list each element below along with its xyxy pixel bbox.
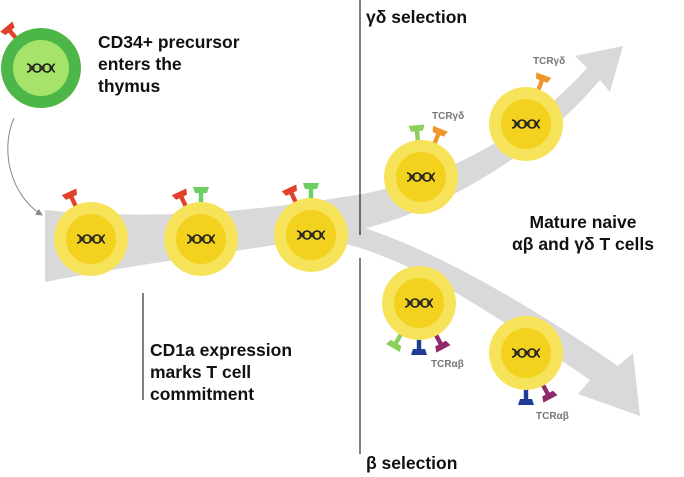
b-selection-label: β selection: [366, 453, 458, 473]
mature-label-line-2: αβ and γδ T cells: [512, 234, 654, 254]
mature-label-line-1: Mature naive: [529, 212, 637, 232]
tcr-alpha-icon: [411, 339, 427, 355]
precursor-label: CD34+ precursor enters the thymus: [98, 31, 240, 97]
precursor-label-line-1: CD34+ precursor: [98, 32, 240, 52]
ab-t-cell-1: [382, 266, 456, 355]
cd1a-label: CD1a expression marks T cell commitment: [150, 339, 292, 405]
cd1a-receptor-icon: [193, 187, 209, 203]
entry-arrow: [7, 117, 43, 216]
t-cell-3: [274, 183, 348, 272]
tcr-ab-label-2: TCRαβ: [536, 411, 569, 422]
ab-t-cell-2: [489, 316, 563, 405]
t-cell-1: [54, 188, 128, 276]
tcr-gamma-icon: [408, 124, 426, 142]
precursor-label-line-2: enters the: [98, 54, 182, 74]
cd1a-label-line-1: CD1a expression: [150, 340, 293, 360]
cd1a-receptor-icon: [303, 183, 319, 199]
cd1a-label-line-3: commitment: [150, 384, 255, 404]
gd-t-cell-2: [489, 72, 563, 161]
precursor-cell: [0, 21, 81, 108]
gd-selection-label: γδ selection: [366, 7, 468, 27]
gd-t-cell-1: [384, 124, 458, 214]
tcr-alpha-icon: [518, 389, 534, 405]
mature-label: Mature naive αβ and γδ T cells: [488, 211, 678, 255]
tcr-gd-label-1: TCRγδ: [432, 111, 464, 122]
precursor-label-line-3: thymus: [98, 76, 161, 96]
tcr-gd-label-2: TCRγδ: [533, 56, 565, 67]
cd1a-label-line-2: marks T cell: [150, 362, 252, 382]
t-cell-2: [164, 187, 238, 276]
tcr-ab-label-1: TCRαβ: [431, 359, 464, 370]
